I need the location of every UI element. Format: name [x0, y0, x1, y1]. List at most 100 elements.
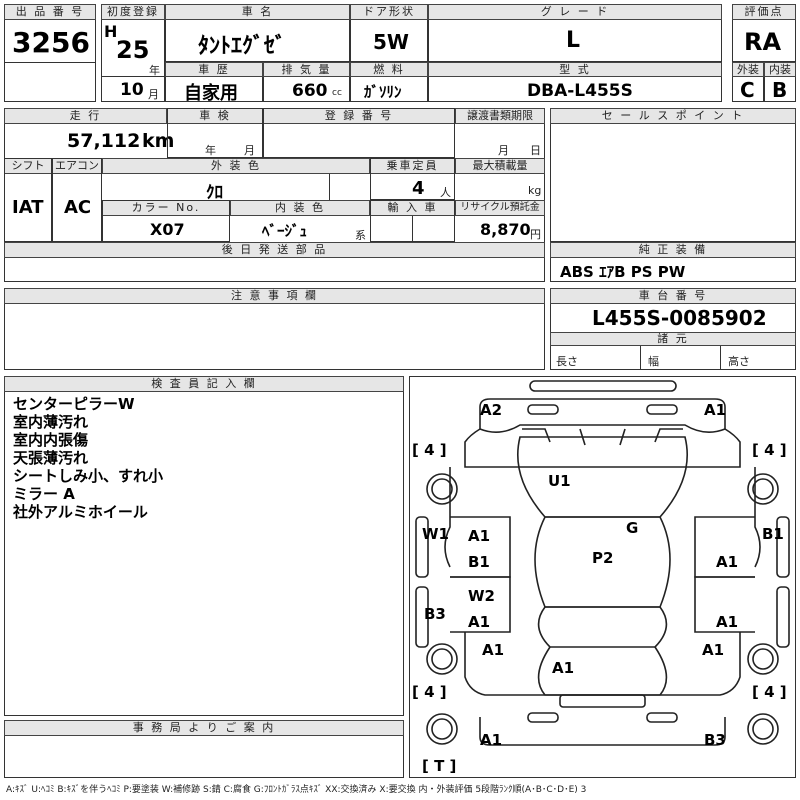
left-rocker — [415, 586, 429, 648]
damage-mark: W2 — [468, 587, 495, 605]
damage-mark: U1 — [548, 472, 571, 490]
model-label: 型 式 — [428, 62, 722, 77]
rear-right-corner-wheel-inner — [752, 718, 774, 740]
color-number: X07 — [150, 220, 185, 239]
reg-divider — [101, 76, 165, 77]
color-no-label: カラー No. — [102, 200, 230, 216]
transfer-month-unit: 月 — [498, 144, 509, 157]
tire-tread-rear-left: [ 4 ] — [412, 683, 447, 701]
damage-mark: A1 — [704, 401, 727, 419]
spare-tire-mark: [ T ] — [422, 757, 457, 775]
damage-mark: B3 — [704, 731, 726, 749]
hood-vent-left — [522, 428, 551, 443]
spare-tire — [426, 713, 458, 745]
office-label: 事 務 局 よ り ご 案 内 — [4, 720, 404, 736]
rear-right-door — [694, 576, 755, 633]
history: 自家用 — [184, 83, 238, 104]
inspector-note: ミラー A — [13, 485, 75, 503]
later-parts-label: 後 日 発 送 部 品 — [4, 242, 545, 258]
inspector-note: 社外アルミホイール — [13, 503, 148, 521]
lot-number: 3256 — [12, 26, 90, 59]
door-label: ドア形状 — [350, 4, 428, 20]
interior-color: ﾍﾞｰｼﾞｭ — [262, 222, 308, 240]
max-load-unit: kg — [528, 184, 542, 197]
color-no-cell — [102, 200, 230, 242]
sales-point-label: セ ー ル ス ポ イ ン ト — [550, 108, 796, 124]
capacity: 4 — [412, 178, 425, 199]
exterior-color: ｸﾛ — [206, 183, 223, 203]
inspector-notes: センターピラーW 室内薄汚れ 室内内張傷 天張薄汚れ シートしみ小、すれ小 ミラ… — [13, 395, 163, 521]
fuel-label: 燃 料 — [350, 62, 428, 77]
front-right-wheel-inner — [752, 478, 774, 500]
rear-lamp-right — [646, 712, 678, 723]
width-label: 幅 — [648, 355, 659, 368]
damage-mark: A2 — [480, 401, 503, 419]
damage-mark: A1 — [716, 613, 739, 631]
height-label: 高さ — [728, 355, 750, 368]
exterior-score: C — [740, 78, 755, 102]
chassis-label: 車 台 番 号 — [550, 288, 796, 304]
hood-outline — [464, 424, 741, 468]
spec-split-1 — [640, 346, 641, 370]
insp-year-unit: 年 — [205, 144, 216, 157]
damage-mark: B3 — [424, 605, 446, 623]
damage-mark: P2 — [592, 549, 614, 567]
mileage-label: 走 行 — [4, 108, 167, 124]
recycle-label: リサイクル預託金 — [455, 200, 545, 216]
hood-ridge-2 — [619, 428, 626, 446]
tire-tread-front-left: [ 4 ] — [412, 441, 447, 459]
front-bumper-shape — [529, 380, 677, 392]
damage-mark: A1 — [716, 553, 739, 571]
inspector-label: 検 査 員 記 入 欄 — [4, 376, 404, 392]
car-diagram — [415, 380, 790, 746]
rear-right-wheel — [747, 643, 779, 675]
front-grille-left — [527, 404, 559, 415]
sales-point-cell — [550, 108, 796, 242]
damage-mark: A1 — [482, 641, 505, 659]
transfer-day-unit: 日 — [530, 144, 541, 157]
front-right-fender — [754, 467, 761, 568]
front-right-wheel — [747, 473, 779, 505]
capacity-unit: 人 — [440, 186, 451, 199]
front-left-wheel-inner — [431, 478, 453, 500]
score: RA — [744, 28, 782, 56]
grade: L — [566, 28, 581, 53]
inspector-panel: 検 査 員 記 入 欄 センターピラーW 室内薄汚れ 室内内張傷 天張薄汚れ シ… — [4, 376, 404, 716]
rear-body — [464, 632, 741, 696]
color-split — [329, 174, 330, 200]
damage-legend: A:ｷｽﾞ U:ﾍｺﾐ B:ｷｽﾞを伴うﾍｺﾐ P:要塗装 W:補修跡 S:錆 … — [6, 785, 587, 795]
rear-glass — [537, 606, 668, 648]
chassis-number: L455S-0085902 — [592, 306, 767, 330]
ac: AC — [64, 197, 92, 218]
car-name: ﾀﾝﾄｴｸﾞｾﾞ — [198, 34, 287, 59]
import-split — [412, 216, 413, 242]
rear-left-wheel — [426, 643, 458, 675]
damage-mark: B1 — [468, 553, 490, 571]
tire-tread-rear-right: [ 4 ] — [752, 683, 787, 701]
damage-mark: B1 — [762, 525, 784, 543]
spare-tire-inner — [431, 718, 453, 740]
length-label: 長さ — [556, 355, 578, 368]
front-left-fender — [444, 467, 451, 568]
rear-left-door — [450, 576, 511, 633]
reg-number-cell — [263, 108, 455, 158]
shift-cell — [4, 158, 52, 242]
windshield — [517, 436, 688, 518]
shift: IAT — [12, 197, 44, 218]
caution-label: 注 意 事 項 欄 — [4, 288, 545, 304]
lot-number-label: 出 品 番 号 — [4, 4, 96, 20]
mileage-unit: km — [142, 130, 175, 152]
interior-score: B — [772, 78, 788, 102]
equipment-label: 純 正 装 備 — [550, 242, 796, 258]
spec-label: 諸 元 — [550, 332, 796, 346]
first-reg-label: 初度登録 — [101, 4, 165, 20]
car-diagram-panel: A2 A1 U1 G W1 A1 B1 P2 B1 A1 W2 A1 A1 B3… — [409, 376, 796, 778]
interior-label: 内装 — [764, 62, 796, 77]
damage-mark: A1 — [480, 731, 503, 749]
history-label: 車 歴 — [165, 62, 263, 77]
lot-divider — [4, 62, 96, 63]
car-name-label: 車 名 — [165, 4, 350, 20]
displacement-label: 排 気 量 — [263, 62, 350, 77]
inspection-cell — [167, 108, 263, 158]
int-color-label: 内 装 色 — [230, 200, 370, 216]
